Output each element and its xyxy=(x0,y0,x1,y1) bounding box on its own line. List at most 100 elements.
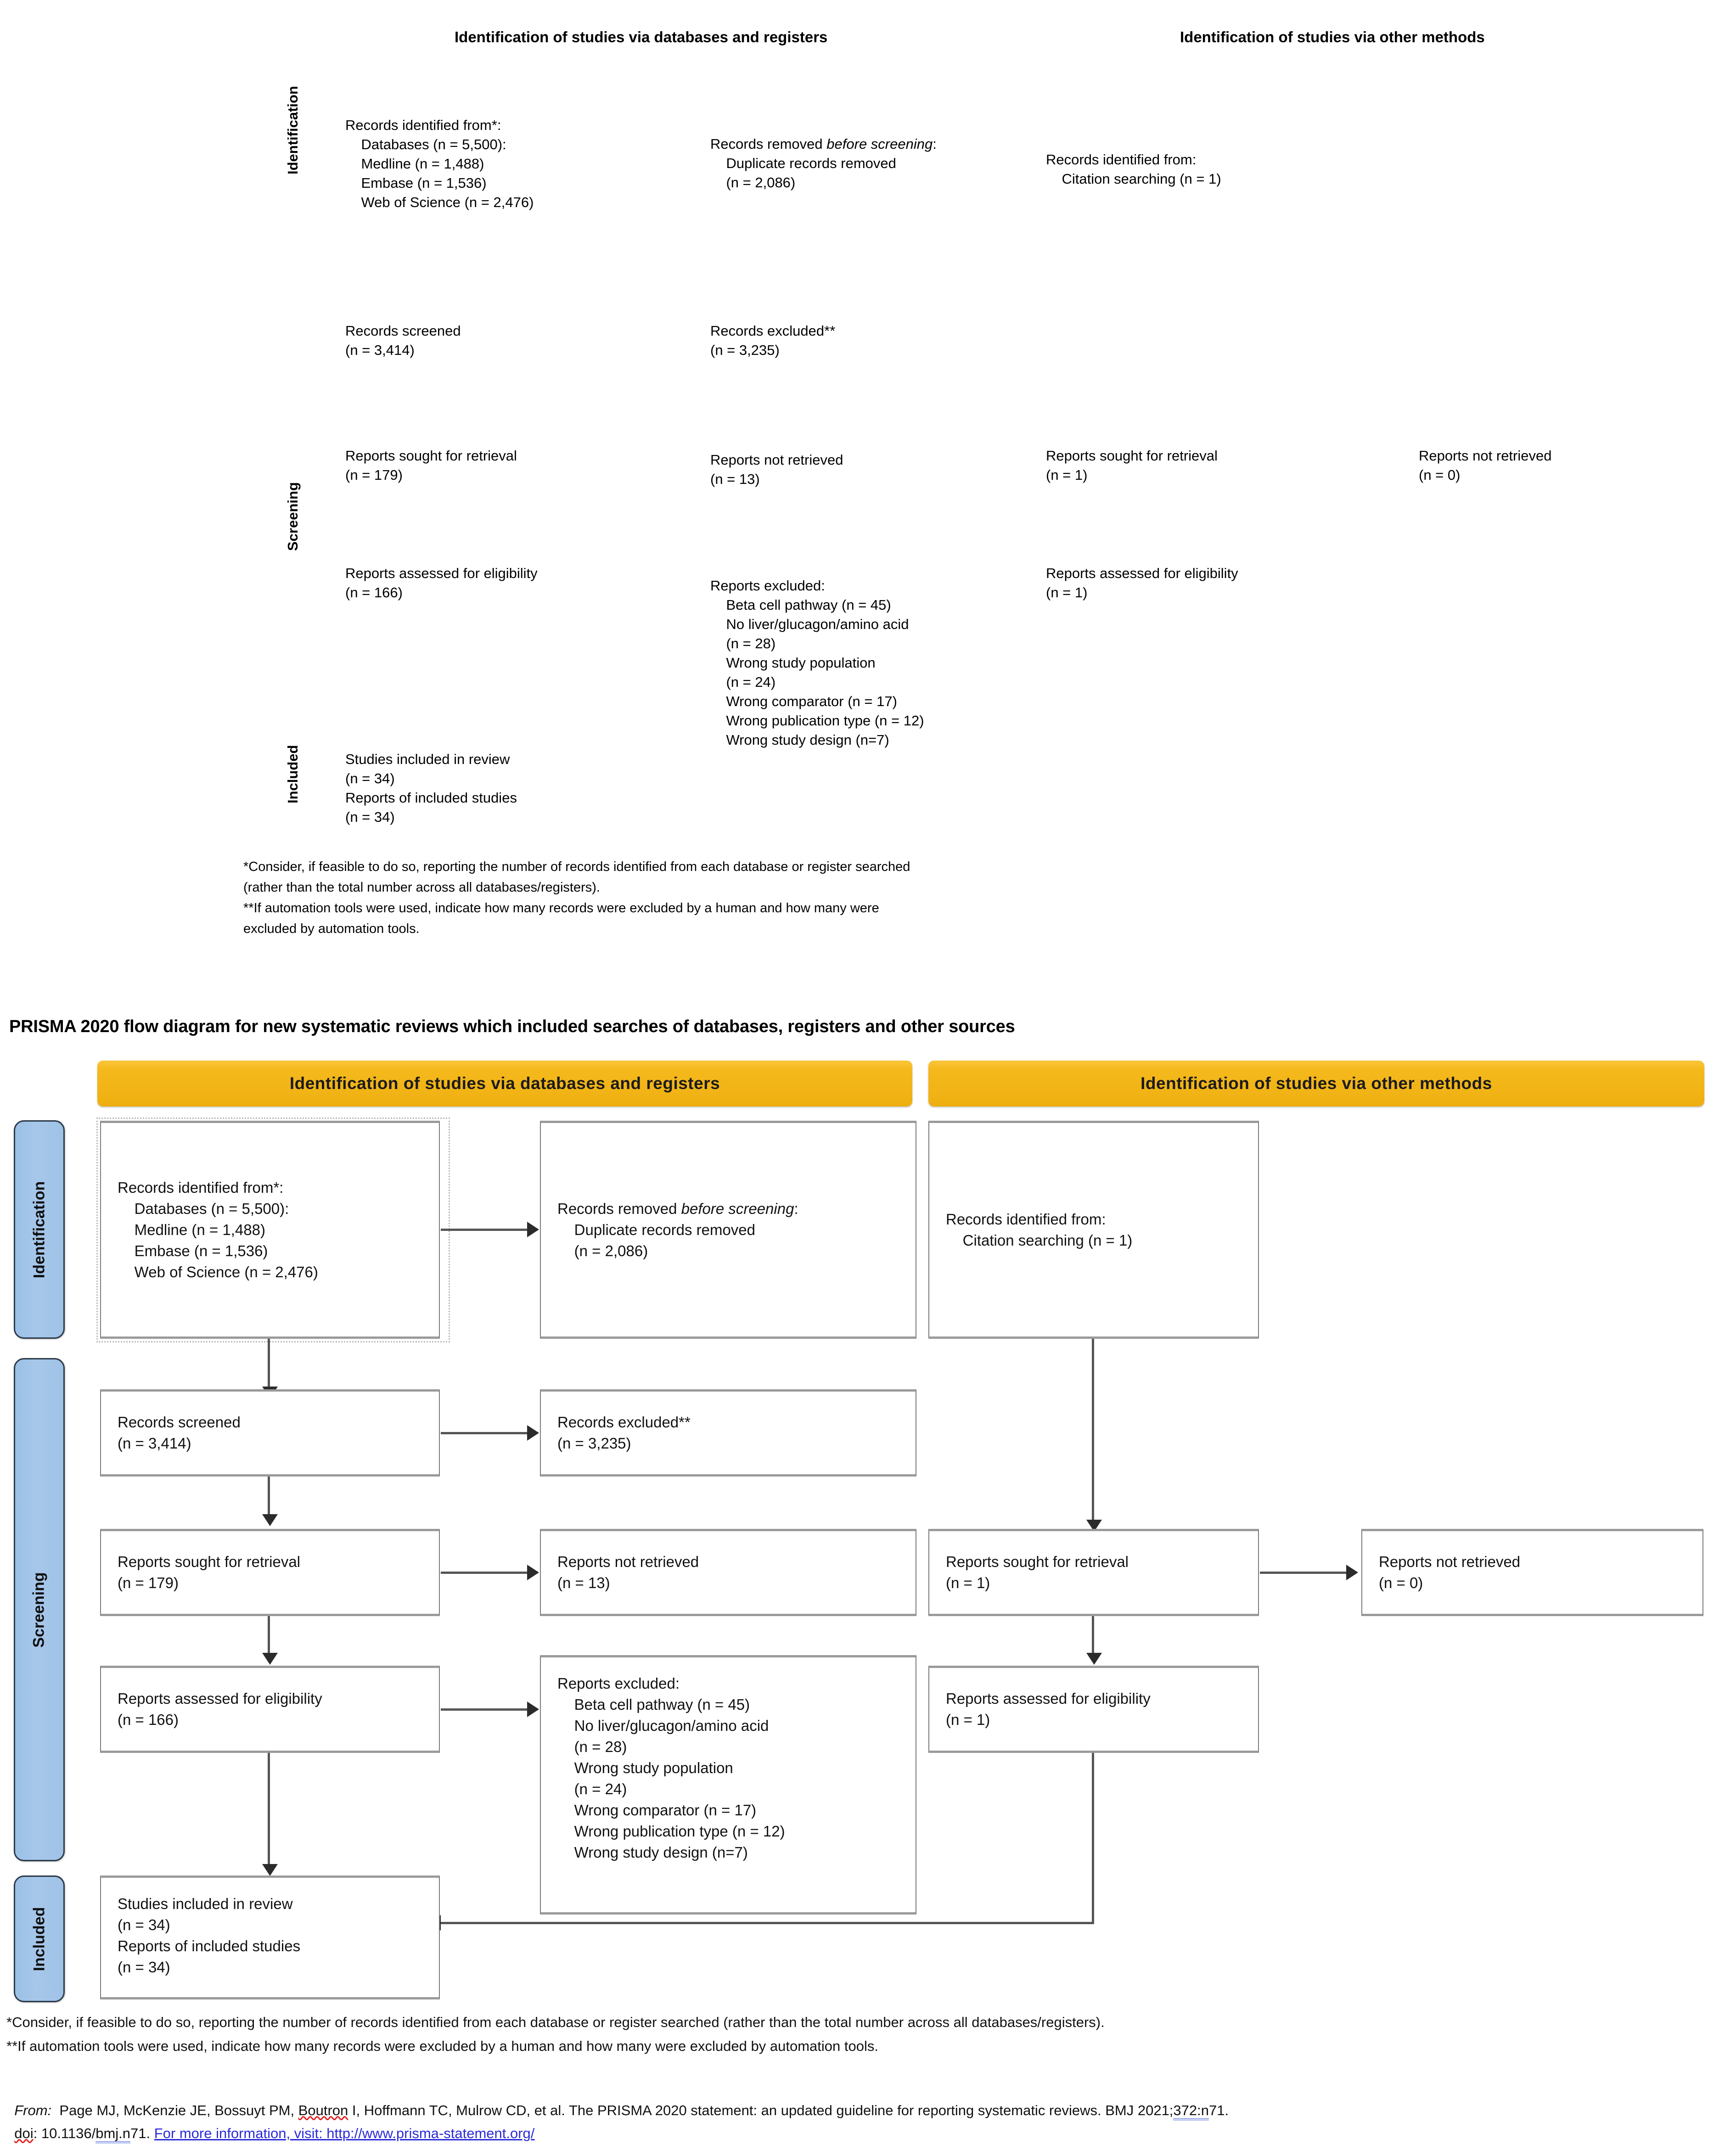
sidebar-identification-label: Identification xyxy=(30,1181,48,1278)
arrow-sought-other-to-notretrieved-head xyxy=(1346,1565,1358,1580)
citation-authors-b: I, Hoffmann TC, Mulrow CD, et al. The PR… xyxy=(348,2102,1174,2118)
arrow-assessed-to-excluded-head xyxy=(527,1701,539,1717)
arrow-screened-to-excluded-line xyxy=(441,1432,528,1434)
arrow-screened-to-sought-line xyxy=(268,1477,270,1518)
arrow-assessed-to-excluded-line xyxy=(441,1708,528,1711)
arrow-assessed-to-included-line xyxy=(268,1753,270,1868)
records-removed-italic-2: before screening xyxy=(681,1200,794,1217)
box-records-identified-text: Records identified from*: Databases (n =… xyxy=(118,1179,318,1280)
citation-authors-a: Page MJ, McKenzie JE, Bossuyt PM, xyxy=(51,2102,298,2118)
top-reports-assessed: Reports assessed for eligibility (n = 16… xyxy=(345,565,538,601)
records-removed-italic: before screening xyxy=(826,136,933,152)
top-reports-sought-other: Reports sought for retrieval (n = 1) xyxy=(1046,448,1218,483)
box-records-screened[interactable]: Records screened (n = 3,414) xyxy=(100,1389,440,1477)
diagram-note-1: *Consider, if feasible to do so, reporti… xyxy=(6,2014,1105,2030)
arrow-sought-to-assessed-head xyxy=(262,1653,278,1665)
box-records-excluded-text: Records excluded** (n = 3,235) xyxy=(557,1414,691,1452)
top-header-databases: Identification of studies via databases … xyxy=(455,28,828,45)
arrow-other-identified-to-sought-line xyxy=(1092,1339,1094,1522)
elbow-other-assessed-vertical xyxy=(1092,1753,1094,1924)
citation-author-flagged: Boutron xyxy=(298,2102,348,2118)
arrow-screened-to-excluded-head xyxy=(527,1425,539,1441)
top-reports-sought: Reports sought for retrieval (n = 179) xyxy=(345,448,517,483)
sidebar-screening-label: Screening xyxy=(30,1572,48,1648)
citation-doi-flagged: bmj.n xyxy=(96,2125,131,2143)
citation-doi-b: 71. xyxy=(130,2125,154,2141)
top-stage-label-included: Included xyxy=(285,745,301,803)
top-note-1: *Consider, if feasible to do so, reporti… xyxy=(243,859,910,895)
box-reports-assessed-other[interactable]: Reports assessed for eligibility (n = 1) xyxy=(928,1666,1259,1753)
arrow-sought-other-to-assessed-head xyxy=(1086,1653,1102,1665)
box-studies-included-text: Studies included in review (n = 34) Repo… xyxy=(118,1895,301,1976)
box-reports-not-retrieved-other[interactable]: Reports not retrieved (n = 0) xyxy=(1361,1529,1703,1616)
records-removed-prefix-2: Records removed xyxy=(557,1200,681,1217)
arrow-screened-to-sought-head xyxy=(262,1514,278,1526)
citation-visit-text[interactable]: For more information, visit: xyxy=(154,2125,327,2141)
arrow-sought-to-notretrieved-line xyxy=(441,1572,528,1574)
arrow-identified-to-removed-line xyxy=(441,1229,528,1231)
top-reports-not-retrieved: Reports not retrieved (n = 13) xyxy=(710,452,843,487)
arrow-sought-other-to-assessed-line xyxy=(1092,1616,1094,1656)
bar-other-methods: Identification of studies via other meth… xyxy=(928,1061,1704,1106)
top-records-identified: Records identified from*: Databases (n =… xyxy=(345,117,534,210)
box-records-identified-other-text: Records identified from: Citation search… xyxy=(946,1210,1133,1249)
box-studies-included[interactable]: Studies included in review (n = 34) Repo… xyxy=(100,1875,440,1999)
top-reports-not-retrieved-other: Reports not retrieved (n = 0) xyxy=(1419,448,1552,483)
box-reports-assessed-text: Reports assessed for eligibility (n = 16… xyxy=(118,1690,322,1728)
diagram-note-2: **If automation tools were used, indicat… xyxy=(6,2038,878,2054)
box-reports-assessed[interactable]: Reports assessed for eligibility (n = 16… xyxy=(100,1666,440,1753)
diagram-title: PRISMA 2020 flow diagram for new systema… xyxy=(9,1017,1015,1036)
bar-databases-label: Identification of studies via databases … xyxy=(289,1074,720,1093)
box-records-excluded[interactable]: Records excluded** (n = 3,235) xyxy=(540,1389,916,1477)
arrow-sought-to-notretrieved-head xyxy=(527,1565,539,1580)
arrow-identified-to-removed-head xyxy=(527,1222,539,1237)
box-reports-sought[interactable]: Reports sought for retrieval (n = 179) xyxy=(100,1529,440,1616)
box-reports-sought-other-text: Reports sought for retrieval (n = 1) xyxy=(946,1553,1129,1591)
citation-doi-label: doi xyxy=(14,2125,34,2141)
top-studies-included: Studies included in review (n = 34) Repo… xyxy=(345,751,517,825)
box-records-removed-text: Records removed before screening: Duplic… xyxy=(557,1198,798,1262)
box-reports-excluded-text: Reports excluded: Beta cell pathway (n =… xyxy=(557,1675,785,1861)
top-records-screened: Records screened (n = 3,414) xyxy=(345,323,461,358)
bar-other-label: Identification of studies via other meth… xyxy=(1140,1074,1492,1093)
box-reports-sought-other[interactable]: Reports sought for retrieval (n = 1) xyxy=(928,1529,1259,1616)
bar-databases-registers: Identification of studies via databases … xyxy=(97,1061,912,1106)
citation-volume-flagged: 372:n xyxy=(1173,2102,1209,2120)
top-records-identified-other: Records identified from: Citation search… xyxy=(1046,152,1221,187)
sidebar-identification: Identification xyxy=(14,1120,65,1339)
top-header-other-methods: Identification of studies via other meth… xyxy=(1180,28,1485,45)
box-records-removed[interactable]: Records removed before screening: Duplic… xyxy=(540,1121,916,1339)
box-records-screened-text: Records screened (n = 3,414) xyxy=(118,1414,241,1452)
box-records-identified-other[interactable]: Records identified from: Citation search… xyxy=(928,1121,1259,1339)
top-reports-excluded: Reports excluded: Beta cell pathway (n =… xyxy=(710,578,924,748)
citation-doi-a: : 10.1136/ xyxy=(33,2125,96,2141)
sidebar-included: Included xyxy=(14,1875,65,2002)
box-records-identified[interactable]: Records identified from*: Databases (n =… xyxy=(100,1121,440,1339)
top-records-excluded: Records excluded** (n = 3,235) xyxy=(710,323,836,358)
citation-volume-tail: 71. xyxy=(1209,2102,1229,2118)
arrow-sought-other-to-notretrieved-line xyxy=(1260,1572,1347,1574)
records-removed-prefix: Records removed xyxy=(710,136,827,152)
box-reports-not-retrieved[interactable]: Reports not retrieved (n = 13) xyxy=(540,1529,916,1616)
citation-line-1: From: Page MJ, McKenzie JE, Bossuyt PM, … xyxy=(6,2076,1229,2122)
top-records-removed-before-screening: Records removed before screening: Duplic… xyxy=(710,135,937,192)
records-removed-suffix-2: : Duplicate records removed (n = 2,086) xyxy=(574,1200,798,1259)
prisma-statement-link[interactable]: http://www.prisma-statement.org/ xyxy=(326,2125,535,2141)
box-reports-not-retrieved-other-text: Reports not retrieved (n = 0) xyxy=(1379,1553,1521,1591)
top-note-2: **If automation tools were used, indicat… xyxy=(243,901,879,936)
sidebar-included-label: Included xyxy=(30,1907,48,1971)
sidebar-screening: Screening xyxy=(14,1358,65,1861)
box-reports-not-retrieved-text: Reports not retrieved (n = 13) xyxy=(557,1553,699,1591)
top-reports-assessed-other: Reports assessed for eligibility (n = 1) xyxy=(1046,565,1238,601)
elbow-other-assessed-horizontal xyxy=(441,1922,1094,1924)
top-stage-label-screening: Screening xyxy=(285,482,301,551)
arrow-sought-to-assessed-line xyxy=(268,1616,270,1656)
box-reports-assessed-other-text: Reports assessed for eligibility (n = 1) xyxy=(946,1690,1151,1728)
arrow-assessed-to-included-head xyxy=(262,1864,278,1876)
arrow-identified-to-screened-line xyxy=(268,1339,270,1389)
box-reports-sought-text: Reports sought for retrieval (n = 179) xyxy=(118,1553,301,1591)
citation-from-label: From: xyxy=(14,2102,52,2118)
records-removed-suffix: : Duplicate records removed (n = 2,086) xyxy=(726,136,937,191)
box-reports-excluded[interactable]: Reports excluded: Beta cell pathway (n =… xyxy=(540,1655,916,1915)
citation-line-2: doi: 10.1136/bmj.n71. For more informati… xyxy=(6,2099,534,2145)
